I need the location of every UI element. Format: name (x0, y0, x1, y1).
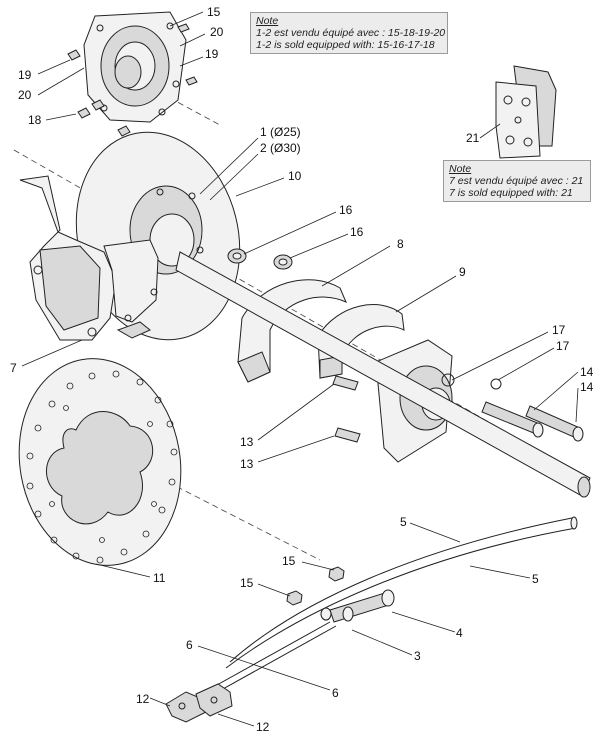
callout-12b: 12 (256, 720, 270, 734)
callout-21: 21 (466, 131, 480, 145)
brake-pad-21 (495, 65, 557, 159)
callout-20-left: 20 (18, 88, 32, 102)
brake-lines-5 (225, 516, 578, 669)
clips-12 (165, 683, 233, 723)
nut-15-group (286, 566, 345, 606)
callout-8: 8 (397, 237, 404, 251)
callout-14a: 14 (580, 365, 594, 379)
callout-13a: 13 (240, 435, 254, 449)
screw-18-group (67, 23, 198, 137)
callout-9: 9 (459, 265, 466, 279)
callout-15a: 15 (282, 554, 296, 568)
callout-labels: 15 20 19 19 20 18 1 (Ø25) 2 (Ø30) 10 21 … (10, 5, 594, 734)
note-top-line-fr: 1-2 est vendu équipé avec : 15-18-19-20 (256, 27, 446, 39)
callout-5a: 5 (400, 515, 407, 529)
callout-5b: 5 (532, 572, 539, 586)
note-right-line-en: 7 is sold equipped with: 21 (449, 187, 573, 199)
callout-13b: 13 (240, 457, 254, 471)
callout-15b: 15 (240, 576, 254, 590)
callout-16a: 16 (339, 203, 353, 217)
callout-1: 1 (Ø25) (260, 125, 301, 139)
callout-16b: 16 (350, 225, 364, 239)
callout-12a: 12 (136, 692, 150, 706)
disc-centerline (69, 431, 321, 561)
note-top-line-en: 1-2 is sold equipped with: 15-16-17-18 (256, 39, 435, 51)
callout-11: 11 (153, 571, 166, 585)
drilled-disc-11 (18, 358, 182, 566)
callout-14b: 14 (580, 380, 594, 394)
callout-15-top: 15 (207, 5, 221, 19)
callout-7: 7 (10, 361, 17, 375)
disc-holes (26, 370, 178, 564)
axle-shaft (175, 251, 591, 498)
note-top: Note 1-2 est vendu équipé avec : 15-18-1… (250, 12, 448, 54)
tee-fitting-4 (320, 589, 395, 623)
callout-20-right: 20 (210, 25, 224, 39)
note-top-title: Note (256, 15, 279, 27)
note-right: Note 7 est vendu équipé avec : 21 7 is s… (443, 160, 591, 202)
bolt-14-group (481, 401, 584, 442)
callout-17a: 17 (552, 323, 566, 337)
leader-lines (21, 11, 579, 727)
callout-6b: 6 (332, 686, 339, 700)
callout-10: 10 (288, 169, 302, 183)
bolt-13-group (332, 375, 361, 443)
callout-2: 2 (Ø30) (260, 141, 301, 155)
callout-18: 18 (28, 113, 42, 127)
callout-6a: 6 (186, 638, 193, 652)
spacer-16-group (227, 248, 293, 270)
callout-17b: 17 (556, 339, 570, 353)
callout-19-left: 19 (18, 68, 32, 82)
brake-caliper-7 (19, 175, 159, 341)
note-right-title: Note (449, 163, 472, 175)
note-right-line-fr: 7 est vendu équipé avec : 21 (449, 175, 584, 187)
callout-19-right: 19 (205, 47, 219, 61)
hub-flange-assembly (83, 11, 187, 123)
callout-4: 4 (456, 626, 463, 640)
callout-3: 3 (414, 649, 421, 663)
